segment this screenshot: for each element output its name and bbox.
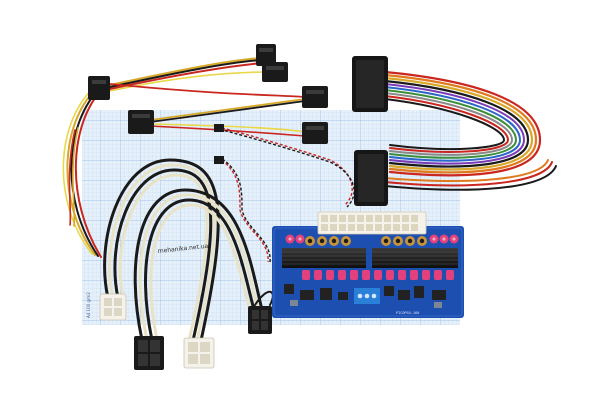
grid-paper-side-text: A4 100 g/m2 xyxy=(86,292,91,318)
psu-pcb-board: PICOPSU-160 xyxy=(272,211,464,318)
sata-connector-5 xyxy=(128,110,154,134)
jumper-terminal-block xyxy=(354,288,380,304)
power-switch-lead xyxy=(214,124,355,263)
eps-connector-white-8pin xyxy=(183,337,215,369)
sata-connector-6 xyxy=(302,122,328,144)
eps-cable-loops xyxy=(103,158,274,347)
atx-24pin-header xyxy=(317,211,427,235)
eps-connector-black-4pin xyxy=(248,306,272,334)
capacitor-row-top xyxy=(285,234,459,246)
capacitor-row-bottom xyxy=(302,270,454,280)
board-marking: PICOPSU-160 xyxy=(396,311,419,315)
sata-connector-1 xyxy=(88,76,110,100)
sata-connector-3 xyxy=(262,62,288,82)
atx-24pin-connector-bottom xyxy=(354,150,388,206)
ic-chips xyxy=(284,284,446,300)
eps-connector-white-4pin xyxy=(99,293,127,321)
heatsink-right xyxy=(372,248,458,268)
eps-connector-black-8pin xyxy=(134,336,164,370)
atx-24pin-connector-top xyxy=(352,56,388,112)
sata-connector-2 xyxy=(256,44,276,66)
sata-harness-cables xyxy=(62,57,306,258)
smd-inductors xyxy=(290,300,442,308)
atx-24pin-cable-bundle xyxy=(383,70,557,191)
heatsink-left xyxy=(282,248,366,268)
sata-connector-4 xyxy=(302,86,328,108)
